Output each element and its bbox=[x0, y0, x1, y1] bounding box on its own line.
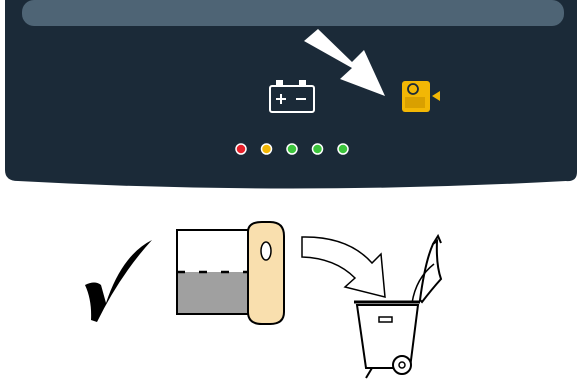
indicator-led-3 bbox=[287, 144, 297, 154]
curved-arrow-icon bbox=[302, 237, 385, 297]
disposal-instruction bbox=[85, 222, 441, 378]
display-screen bbox=[22, 0, 564, 26]
indicator-led-5 bbox=[338, 144, 348, 154]
checkmark-icon bbox=[85, 240, 152, 322]
panel-body bbox=[5, 0, 577, 189]
control-panel bbox=[5, 0, 577, 189]
filter-cartridge-icon bbox=[177, 222, 284, 324]
indicator-led-1 bbox=[236, 144, 246, 154]
indicator-led-4 bbox=[313, 144, 323, 154]
indicator-led-2 bbox=[262, 144, 272, 154]
